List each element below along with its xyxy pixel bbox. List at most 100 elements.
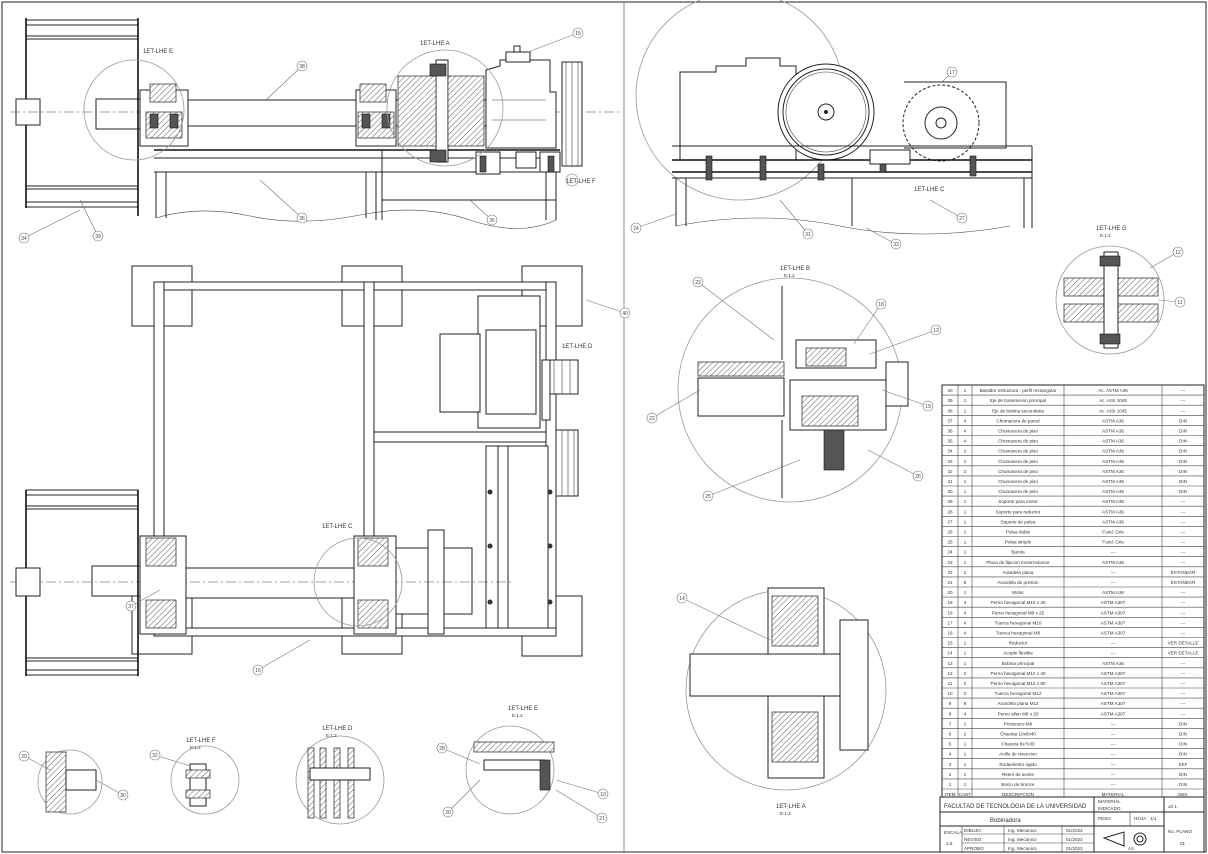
bom-cell: 36: [947, 429, 953, 434]
bom-cell: ---: [1181, 550, 1186, 555]
bom-cell: 28: [947, 509, 953, 514]
bom-cell: ---: [1111, 732, 1116, 737]
item-balloon: 10: [555, 779, 609, 800]
bom-cell: 37: [947, 418, 953, 423]
item-balloon: 36: [259, 179, 308, 224]
item-balloon-label: 40: [622, 311, 628, 317]
bom-cell: ---: [1111, 782, 1116, 787]
item-balloon: 18: [853, 298, 887, 345]
bom-cell: ASTM A36: [1102, 429, 1124, 434]
item-balloon: 13: [869, 324, 942, 355]
bom-cell: 5: [949, 742, 952, 747]
bom-cell: Chaveta 8x7x30: [1001, 742, 1035, 747]
bom-cell: ---: [1181, 671, 1186, 676]
side-elevation-view: [635, 0, 1033, 235]
bom-cell: 2: [949, 772, 952, 777]
bom-cell: Bobina principal: [1002, 661, 1035, 666]
bom-cell: 35: [947, 439, 953, 444]
projection-symbol-icon: [1102, 831, 1147, 847]
item-balloon: 32: [149, 749, 191, 767]
bom-cell: Banda: [1011, 550, 1025, 555]
bom-cell: DIN: [1179, 429, 1187, 434]
bom-cell: Chumacera de piso: [998, 429, 1038, 434]
bom-cell: 1: [964, 398, 967, 403]
university-name: FACULTAD DE TECNOLOGIA DE LA UNIVERSIDAD: [944, 804, 1087, 810]
bom-cell: ---: [1181, 398, 1186, 403]
bom-cell: DIN: [1179, 772, 1187, 777]
bom-cell: 1: [964, 772, 967, 777]
detail-views-center: [677, 245, 1165, 791]
bom-header-cell: MATERIAL: [1102, 792, 1125, 797]
bom-cell: ESTANDAR: [1171, 570, 1196, 575]
bom-cell: Anillo de retencion: [999, 752, 1037, 757]
bom-cell: ASTM A36: [1102, 499, 1124, 504]
bom-cell: DIN: [1179, 459, 1187, 464]
bom-cell: DIN: [1179, 469, 1187, 474]
bom-cell: ---: [1181, 600, 1186, 605]
item-balloon: 11: [1157, 296, 1186, 308]
scale-label-b: E:1:2: [784, 273, 795, 278]
bom-cell: Prisionero M6: [1004, 721, 1033, 726]
bom-cell: 40: [947, 388, 953, 393]
bom-cell: 1: [964, 742, 967, 747]
scale-label-c: E:1:2: [190, 745, 201, 750]
bom-header-cell: OBS.: [1178, 792, 1189, 797]
section-label-d-bottom: 1ET-LHE D: [322, 726, 353, 732]
bom-cell: Eje de bobina secundaria: [992, 408, 1044, 413]
item-balloon: 21: [555, 789, 608, 824]
item-balloon-label: 37: [128, 604, 134, 610]
bom-header-cell: CANT: [959, 792, 972, 797]
bom-cell: ---: [1111, 570, 1116, 575]
bom-cell: 1: [964, 560, 967, 565]
bom-cell: 2: [964, 671, 967, 676]
item-balloon: 39: [79, 199, 104, 242]
item-balloon-label: 32: [152, 753, 158, 759]
bom-cell: Fund. Gris: [1102, 540, 1124, 545]
bom-cell: 22: [947, 570, 953, 575]
bom-cell: ---: [1111, 742, 1116, 747]
bom-cell: Chumacera de piso: [998, 469, 1038, 474]
bom-cell: Chumacera de piso: [998, 479, 1038, 484]
item-balloon: 20: [442, 779, 481, 818]
bom-cell: 1: [964, 721, 967, 726]
bom-header-cell: DESCRIPCION: [1002, 792, 1034, 797]
bom-cell: 1: [964, 782, 967, 787]
bom-cell: Soporte de polea: [1001, 519, 1036, 524]
bom-cell: 19: [947, 600, 953, 605]
item-balloon-label: 28: [439, 746, 445, 752]
bom-cell: ASTM A307: [1101, 620, 1126, 625]
bom-cell: ASTM A36: [1102, 449, 1124, 454]
bom-cell: ---: [1181, 519, 1186, 524]
bom-cell: Polea simple: [1005, 540, 1032, 545]
section-label-e: 1ET-LHE E: [143, 49, 173, 55]
bom-cell: 4: [964, 429, 967, 434]
item-balloon-label: 13: [933, 328, 939, 334]
bom-cell: 38: [947, 408, 953, 413]
bom-cell: 32: [947, 469, 953, 474]
bom-cell: 27: [947, 519, 953, 524]
bom-cell: DIN: [1179, 782, 1187, 787]
bom-header-cell: ITEM: [945, 792, 956, 797]
item-balloon-label: 23: [695, 280, 701, 286]
scale-label-a: E:1:2: [1100, 233, 1111, 238]
bom-cell: ---: [1181, 631, 1186, 636]
item-balloon-label: 26: [915, 474, 921, 480]
bom-cell: Ac. ASTM A36: [1098, 388, 1128, 393]
item-balloon: 16: [252, 639, 311, 676]
bom-cell: ASTM A36: [1102, 459, 1124, 464]
bom-cell: ---: [1111, 550, 1116, 555]
